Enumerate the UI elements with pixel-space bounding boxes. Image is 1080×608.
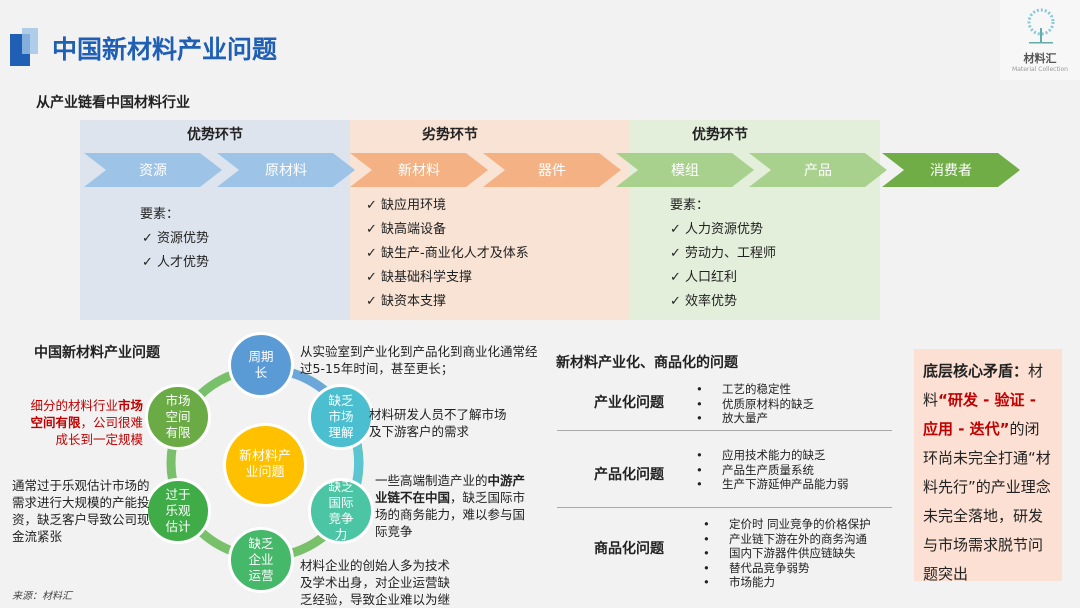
- cycle-node-1: 缺乏市场理解: [308, 384, 374, 450]
- group-label: 优势环节: [692, 127, 748, 143]
- row-items: 定价时 同业竞争的价格保护产业链下游在外的商务沟通国内下游器件供应链缺失替代品竞…: [729, 517, 871, 590]
- list-item: ✓ 效率优势: [670, 294, 738, 309]
- list-item: ✓ 缺基础科学支撑: [366, 270, 473, 285]
- chain-subtitle: 从产业链看中国材料行业: [36, 95, 190, 111]
- list-item: ✓ 缺高端设备: [366, 222, 447, 237]
- chain-step-4: 模组: [616, 153, 754, 187]
- right-factor-list: 要素： ✓ 人力资源优势 ✓ 劳动力、工程师 ✓ 人口红利 ✓ 效率优势: [670, 194, 776, 314]
- mid-factor-list: ✓ 缺应用环境 ✓ 缺高端设备 ✓ 缺生产-商业化人才及体系 ✓ 缺基础科学支撑…: [366, 194, 529, 314]
- chain-step-3: 器件: [483, 153, 621, 187]
- cycle-title: 中国新材料产业问题: [34, 345, 160, 361]
- list-item: ✓ 人才优势: [142, 255, 210, 270]
- cycle-node-0: 周期长: [228, 332, 294, 398]
- chain-step-6: 消费者: [882, 153, 1020, 187]
- desc-cycle-length: 从实验室到产业化到产品化到商业化通常经过5-15年时间，甚至更长；: [300, 344, 538, 376]
- title-accent-icon: [10, 28, 38, 66]
- chain-step-2: 新材料: [350, 153, 488, 187]
- divider: [557, 430, 892, 431]
- list-item: ✓ 资源优势: [142, 231, 210, 246]
- list-item: ✓ 缺生产-商业化人才及体系: [366, 246, 529, 261]
- cycle-node-2: 缺乏国际竞争力: [308, 478, 374, 544]
- core-contradiction-box: 底层核心矛盾：材料“研发 - 验证 - 应用 - 迭代”的闭环尚未完全打通“材料…: [914, 349, 1062, 583]
- desc-operations: 材料企业的创始人多为技术及学术出身，对企业运营缺乏经验，导致企业难以为继: [300, 558, 451, 607]
- chain-step-5: 产品: [749, 153, 887, 187]
- row-label: 产业化问题: [594, 395, 664, 411]
- center-circle: 新材料产业问题: [223, 423, 307, 507]
- divider: [557, 507, 892, 508]
- desc-international: 一些高端制造产业的中游产业链不在中国，缺乏国际市场的商务能力，难以参与国际竞争: [375, 473, 526, 539]
- issues-title: 新材料产业化、商品化的问题: [556, 355, 738, 371]
- group-label: 劣势环节: [422, 127, 478, 143]
- list-item: ✓ 人口红利: [670, 270, 738, 285]
- desc-optimism: 通常过于乐观估计市场的需求进行大规模的产能投资，缺乏客户导致公司现金流紧张: [12, 478, 150, 544]
- group-label: 优势环节: [187, 127, 243, 143]
- list-item: ✓ 缺资本支撑: [366, 294, 447, 309]
- page-title: 中国新材料产业问题: [52, 35, 278, 64]
- cycle-node-3: 缺乏企业运营: [228, 527, 294, 593]
- list-item: ✓ 人力资源优势: [670, 222, 764, 237]
- tree-logo-icon: [1027, 8, 1055, 44]
- row-label: 产品化问题: [594, 467, 664, 483]
- row-items: 工艺的稳定性优质原材料的缺乏放大量产: [722, 382, 814, 426]
- source-note: 来源：材料汇: [12, 591, 72, 602]
- row-label: 商品化问题: [594, 541, 664, 557]
- logo: 材料汇 Material Collection: [1000, 0, 1080, 80]
- list-item: ✓ 劳动力、工程师: [670, 246, 777, 261]
- list-item: ✓ 缺应用环境: [366, 198, 447, 213]
- chain-step-1: 原材料: [217, 153, 355, 187]
- chain-step-0: 资源: [84, 153, 222, 187]
- cycle-node-4: 过于乐观估计: [145, 478, 211, 544]
- desc-market-size: 细分的材料行业市场空间有限，公司很难成长到一定规模: [30, 398, 143, 447]
- left-factor-list: 要素： ✓ 资源优势 ✓ 人才优势: [140, 203, 209, 275]
- cycle-node-5: 市场空间有限: [145, 384, 211, 450]
- row-items: 应用技术能力的缺乏产品生产质量系统生产下游延伸产品能力弱: [722, 448, 849, 492]
- desc-market-understanding: 材料研发人员不了解市场及下游客户的需求: [369, 407, 507, 439]
